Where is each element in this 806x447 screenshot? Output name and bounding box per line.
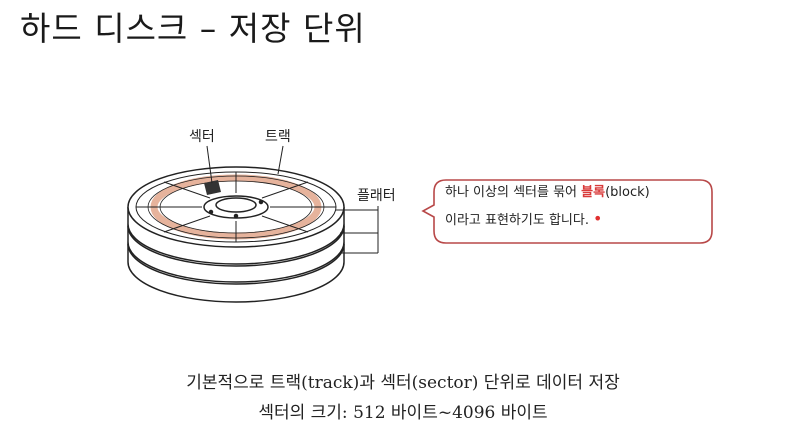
caption-line-1: 기본적으로 트랙(track)과 섹터(sector) 단위로 데이터 저장 — [186, 373, 620, 393]
callout-bubble — [421, 179, 713, 244]
slide-title: 하드 디스크 – 저장 단위 — [20, 9, 366, 48]
platter-bracket — [336, 206, 379, 254]
platter-label: 플래터 — [357, 188, 396, 204]
callout-line-2: 이라고 표현하기도 합니다.• — [445, 209, 603, 228]
platter-1 — [127, 166, 345, 265]
callout-text: 하나 이상의 섹터를 묶어 블록(block) 이라고 표현하기도 합니다.• — [445, 180, 705, 234]
callout-line-1: 하나 이상의 섹터를 묶어 블록(block) — [445, 185, 650, 200]
sector-label: 섹터 — [189, 129, 215, 145]
track-label: 트랙 — [265, 129, 291, 145]
pointer-dot: • — [592, 209, 603, 228]
sector-highlight — [204, 180, 221, 195]
block-highlight: 블록 — [581, 185, 606, 200]
caption-line-2: 섹터의 크기: 512 바이트~4096 바이트 — [258, 403, 548, 423]
